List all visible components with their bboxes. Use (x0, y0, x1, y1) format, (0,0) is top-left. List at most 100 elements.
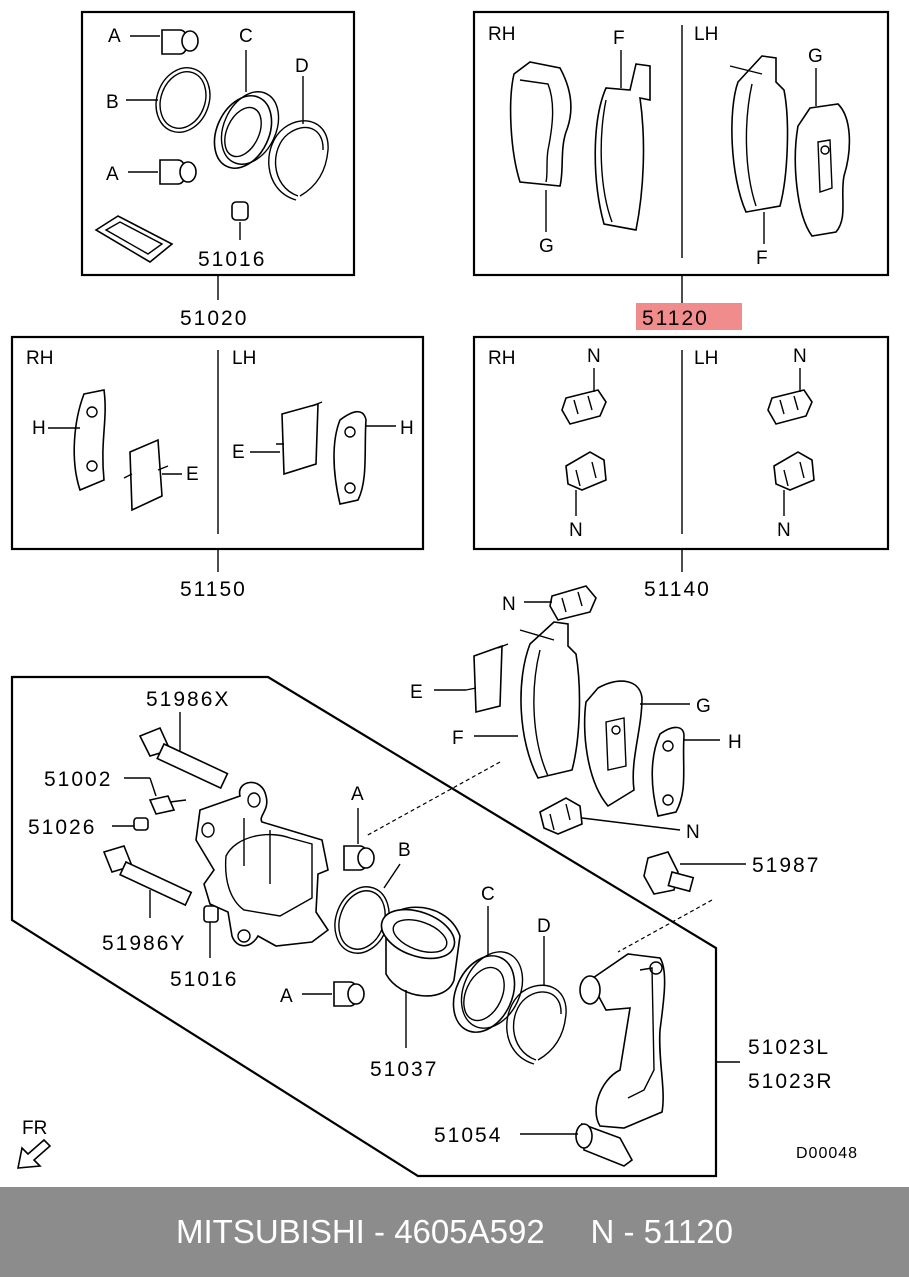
shim-e-lh[interactable] (250, 401, 323, 476)
part-number-51023l[interactable]: 51023L (748, 1036, 830, 1059)
front-direction-arrow-icon (17, 1138, 52, 1169)
diagram-code: D00048 (796, 1145, 858, 1162)
part-number-51026[interactable]: 51026 (28, 816, 96, 839)
label-e-main: E (410, 682, 423, 703)
label-lh-pads: LH (694, 24, 718, 45)
shim-h-lh[interactable] (333, 410, 396, 505)
clip-n-rh-lower[interactable] (565, 451, 607, 516)
clip-n-main[interactable] (539, 797, 681, 835)
part-number-51016-kit[interactable]: 51016 (198, 248, 266, 271)
bushing-51016-main[interactable] (203, 905, 219, 958)
part-number-51140[interactable]: 51140 (644, 578, 711, 601)
label-rh-clips: RH (488, 348, 515, 369)
piston-seal-c[interactable] (203, 50, 289, 177)
o-ring-b[interactable] (126, 60, 219, 140)
guide-pin-bolt-51986x[interactable] (138, 712, 229, 790)
part-number-51002[interactable]: 51002 (44, 768, 112, 791)
label-c: C (239, 26, 253, 47)
label-f-lh: F (756, 248, 768, 269)
label-h-lh: H (400, 418, 414, 439)
label-e-rh: E (186, 464, 199, 485)
pad-rh-inner-f[interactable] (594, 50, 651, 231)
guide-pin-bolt-51986y[interactable] (102, 845, 193, 918)
kit-box-51120 (472, 10, 890, 277)
label-n-top: N (502, 594, 516, 615)
label-c-main: C (481, 884, 495, 905)
footer-brand: MITSUBISHI (176, 1213, 365, 1250)
footer-reference: N - 51120 (590, 1213, 733, 1250)
part-number-51023r[interactable]: 51023R (748, 1070, 834, 1093)
shim-h-main[interactable] (651, 726, 720, 817)
part-number-51037[interactable]: 51037 (370, 1058, 438, 1081)
kit-box-51140 (472, 335, 890, 551)
part-number-51054[interactable]: 51054 (434, 1124, 502, 1147)
label-n-lh-lower: N (777, 520, 791, 541)
label-n-main: N (686, 822, 700, 843)
footer-separator: - (364, 1213, 395, 1250)
pad-f-main[interactable] (474, 621, 581, 779)
label-f-main: F (452, 728, 464, 749)
assembly-outline (10, 675, 718, 1178)
label-d-main: D (537, 916, 551, 937)
caliper-body[interactable] (195, 781, 330, 947)
footer-part-number[interactable]: 4605A592 (394, 1213, 545, 1250)
label-rh-pads: RH (488, 24, 515, 45)
clip-n-lh-lower[interactable] (773, 451, 815, 516)
label-n-lh-upper: N (793, 346, 807, 367)
part-number-51120[interactable]: 51120 (642, 307, 709, 330)
label-n-rh-upper: N (587, 346, 601, 367)
label-f-rh: F (613, 28, 625, 49)
label-g-rh: G (539, 236, 554, 257)
bleeder-screw-51002[interactable] (124, 777, 187, 815)
label-d: D (295, 56, 309, 77)
label-h-main: H (728, 732, 742, 753)
pad-lh-outer-g[interactable] (794, 68, 851, 237)
bushing-51016[interactable] (231, 201, 249, 240)
label-lh-clips: LH (694, 348, 718, 369)
part-number-51016-main[interactable]: 51016 (170, 968, 238, 991)
label-b: B (106, 92, 119, 113)
boot-a-bottom[interactable] (128, 159, 197, 185)
footer-bar: MITSUBISHI - 4605A592 N - 51120 (0, 1187, 909, 1277)
piston-51037[interactable] (375, 900, 461, 1048)
grease-packet[interactable] (94, 215, 174, 263)
label-fr: FR (22, 1118, 47, 1139)
snap-ring-d-main[interactable] (506, 936, 567, 1065)
clip-n-rh-upper[interactable] (561, 368, 607, 425)
pad-g-main[interactable] (583, 680, 690, 808)
pad-rh-outer-g[interactable] (509, 61, 572, 232)
boot-a-top[interactable] (130, 29, 199, 55)
part-number-51986x[interactable]: 51986X (146, 688, 230, 711)
boot-a-main-lower[interactable] (302, 981, 365, 1007)
part-number-51987[interactable]: 51987 (752, 854, 820, 877)
label-g-main: G (696, 696, 711, 717)
cap-51026[interactable] (112, 817, 149, 831)
part-number-51986y[interactable]: 51986Y (102, 932, 186, 955)
shim-e-main[interactable] (434, 643, 509, 714)
footer-gap (545, 1213, 591, 1251)
pad-lh-inner-f[interactable] (729, 55, 789, 244)
snap-ring-d[interactable] (268, 76, 329, 201)
boot-a-main-upper[interactable] (343, 808, 375, 871)
label-h-rh: H (32, 418, 46, 439)
shim-e-rh[interactable] (123, 438, 182, 512)
parts-diagram: 51020 A B C D A 51 (10, 10, 890, 1178)
shim-h-rh[interactable] (48, 389, 106, 492)
part-number-51150[interactable]: 51150 (180, 578, 247, 601)
clip-n-lh-upper[interactable] (767, 368, 813, 425)
piston-seal-c-main[interactable] (442, 906, 535, 1042)
label-a-2: A (106, 164, 119, 185)
mounting-bolt-51987[interactable] (643, 851, 746, 895)
label-g-lh: G (808, 46, 823, 67)
label-a: A (108, 26, 121, 47)
label-e-lh: E (232, 442, 245, 463)
part-number-51120-highlight (636, 303, 742, 330)
clip-n-top[interactable] (524, 585, 597, 621)
part-number-51020[interactable]: 51020 (180, 307, 248, 330)
label-lh-shims: LH (232, 348, 256, 369)
label-a-main-upper: A (351, 784, 364, 805)
label-n-rh-lower: N (569, 520, 583, 541)
label-rh-shims: RH (26, 348, 53, 369)
label-a-main-lower: A (280, 986, 293, 1007)
caliper-support-bracket[interactable] (575, 953, 666, 1167)
